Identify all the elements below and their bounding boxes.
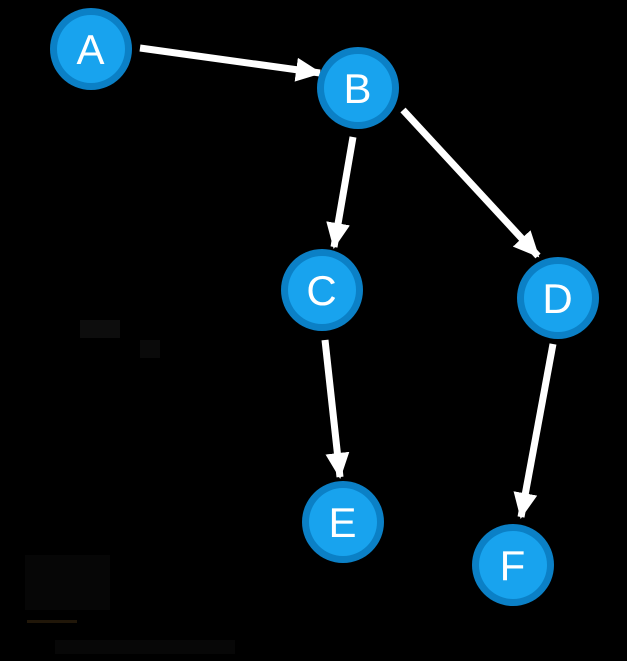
- node-D-body: [524, 264, 592, 332]
- edge-A-B: [139, 44, 322, 82]
- edge-B-C: [326, 136, 357, 249]
- node-E[interactable]: E: [302, 481, 384, 563]
- node-C[interactable]: C: [281, 249, 363, 331]
- faint-artifact: [55, 640, 235, 654]
- node-A-body: [57, 15, 125, 83]
- node-A[interactable]: A: [50, 8, 132, 90]
- faint-artifact: [140, 340, 160, 358]
- node-F-body: [479, 531, 547, 599]
- node-E-body: [309, 488, 377, 556]
- node-B-body: [324, 54, 392, 122]
- node-B[interactable]: B: [317, 47, 399, 129]
- node-E-label: E: [328, 499, 357, 546]
- edge-C-E: [321, 339, 350, 479]
- background-artifacts: [25, 320, 235, 654]
- node-F-label: F: [500, 542, 527, 589]
- node-D[interactable]: D: [517, 257, 599, 339]
- node-B-label: B: [343, 65, 372, 112]
- faint-artifact: [27, 620, 77, 623]
- edge-B-D: [400, 107, 541, 259]
- node-C-body: [288, 256, 356, 324]
- edge-D-F: [513, 343, 557, 519]
- faint-artifact: [25, 555, 110, 610]
- node-C-label: C: [306, 267, 337, 314]
- nodes-layer: A B C D E: [50, 8, 599, 606]
- node-D-label: D: [542, 275, 573, 322]
- node-F[interactable]: F: [472, 524, 554, 606]
- edges-layer: [139, 44, 557, 519]
- node-A-label: A: [76, 26, 105, 73]
- faint-artifact: [80, 320, 120, 338]
